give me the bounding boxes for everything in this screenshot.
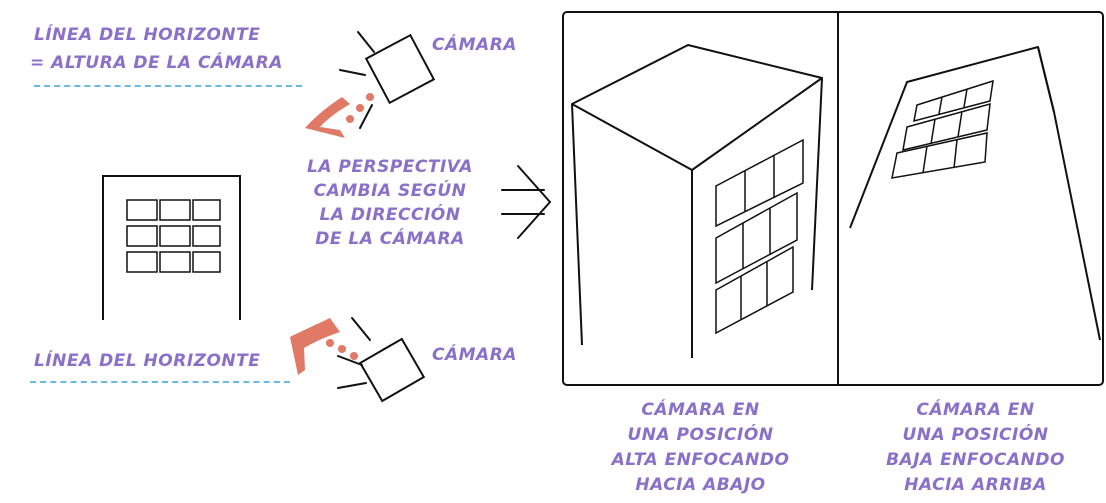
high-angle-caption-line: ALTA ENFOCANDO: [611, 450, 790, 470]
low-angle-caption-line: BAJA ENFOCANDO: [886, 450, 1065, 470]
bottom-horizon-label: LÍNEA DEL HORIZONTE: [34, 351, 261, 371]
bottom-camera-label: CÁMARA: [432, 345, 517, 365]
comparison-panel: [562, 11, 1104, 386]
top-horizon-line: [34, 85, 302, 87]
top-horizon-label-line2: = ALTURA DE LA CÁMARA: [30, 53, 283, 73]
bottom-direction-arrow: [290, 318, 358, 375]
low-angle-caption-line: UNA POSICIÓN: [902, 425, 1049, 445]
high-angle-caption-line: HACIA ABAJO: [635, 475, 766, 495]
perspective-caption-line: LA PERSPECTIVA: [307, 157, 473, 177]
front-building-windows: [126, 199, 221, 273]
low-angle-caption-line: HACIA ARRIBA: [904, 475, 1047, 495]
top-camera-icon: [339, 31, 436, 129]
perspective-caption-line: LA DIRECCIÓN: [319, 205, 461, 225]
high-angle-caption-line: UNA POSICIÓN: [627, 425, 774, 445]
high-angle-caption: CÁMARA EN UNA POSICIÓN ALTA ENFOCANDO HA…: [588, 398, 813, 498]
top-horizon-label-line1: LÍNEA DEL HORIZONTE: [34, 25, 261, 45]
low-angle-building: [849, 46, 1101, 341]
high-angle-caption-line: CÁMARA EN: [641, 400, 760, 420]
high-angle-windows: [715, 138, 804, 335]
low-angle-caption: CÁMARA EN UNA POSICIÓN BAJA ENFOCANDO HA…: [863, 398, 1088, 498]
low-angle-caption-line: CÁMARA EN: [916, 400, 1035, 420]
bottom-camera-icon: [337, 317, 426, 403]
front-building: [102, 175, 241, 320]
high-angle-building: [571, 44, 823, 358]
top-direction-arrow: [305, 93, 374, 138]
result-arrow: [501, 165, 552, 239]
perspective-caption: LA PERSPECTIVA CAMBIA SEGÚN LA DIRECCIÓN…: [280, 155, 500, 251]
top-camera-label: CÁMARA: [432, 35, 517, 55]
low-angle-windows: [891, 79, 994, 179]
perspective-caption-line: CAMBIA SEGÚN: [313, 181, 467, 201]
perspective-caption-line: DE LA CÁMARA: [315, 229, 465, 249]
bottom-horizon-line: [30, 381, 290, 383]
